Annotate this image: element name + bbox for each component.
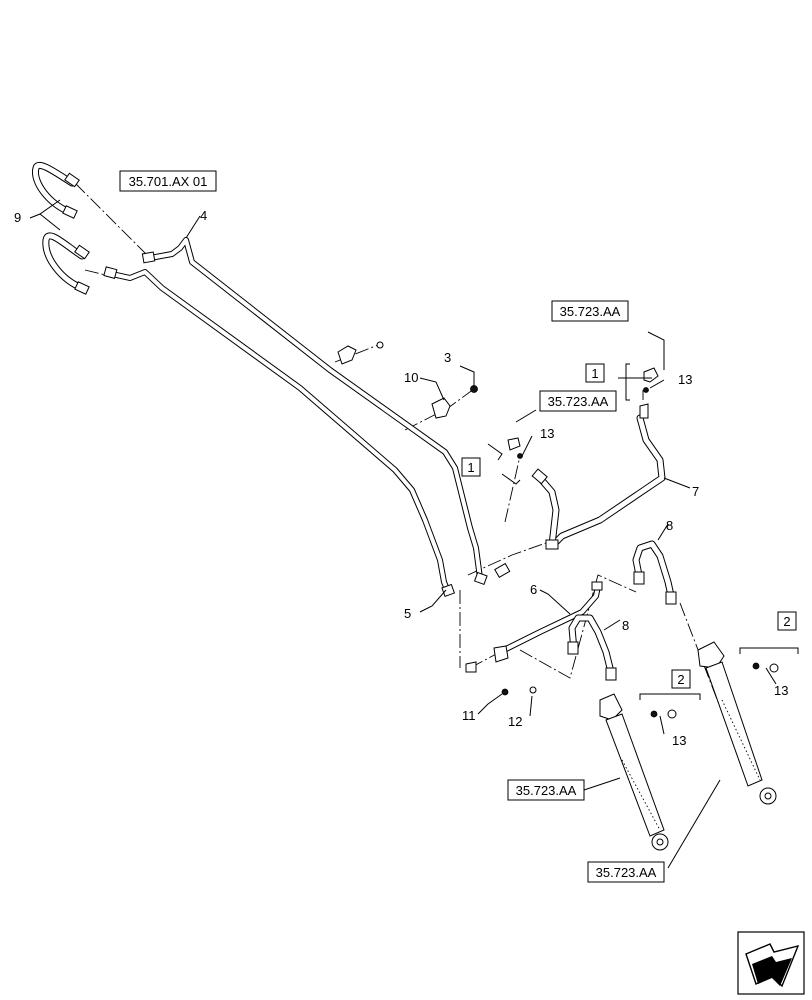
tube-5[interactable]	[103, 266, 456, 598]
svg-text:2: 2	[783, 614, 790, 629]
group-box-1-mid[interactable]: 1	[461, 457, 481, 477]
group-box-2-left[interactable]: 2	[671, 669, 691, 689]
fitting-13-mid[interactable]	[507, 437, 523, 459]
callout-3: 3	[444, 350, 451, 365]
callout-11: 11	[462, 708, 476, 723]
ref-box-35-723-aa-top[interactable]: 35.723.AA	[551, 300, 629, 322]
seal-13-left[interactable]	[650, 709, 677, 719]
fitting-lower-left[interactable]	[465, 661, 477, 673]
callout-13-mid: 13	[540, 426, 554, 441]
cylinder-left[interactable]	[599, 693, 669, 851]
svg-text:35.723.AA: 35.723.AA	[560, 304, 621, 319]
callout-4: 4	[200, 208, 207, 223]
hose-8-lower[interactable]	[567, 614, 617, 681]
svg-text:1: 1	[591, 366, 598, 381]
callout-8-lower: 8	[622, 618, 629, 633]
tube-4[interactable]	[141, 237, 488, 586]
seal-13-right[interactable]	[752, 662, 779, 673]
callout-10: 10	[404, 370, 418, 385]
leader-lines	[29, 199, 777, 869]
callout-12: 12	[508, 714, 522, 729]
hose-9[interactable]	[31, 161, 90, 295]
svg-text:35.723.AA: 35.723.AA	[516, 783, 577, 798]
hose-7[interactable]	[494, 414, 666, 579]
bracket-2-left	[639, 693, 701, 700]
svg-text:35.723.AA: 35.723.AA	[596, 865, 657, 880]
callout-13-right: 13	[774, 683, 788, 698]
ref-box-35-723-aa-mid[interactable]: 35.723.AA	[539, 390, 617, 412]
bracket-2-right	[739, 647, 799, 654]
tube-6[interactable]	[493, 581, 603, 663]
nav-arrow-icon[interactable]	[737, 931, 805, 995]
svg-text:35.723.AA: 35.723.AA	[548, 394, 609, 409]
svg-text:2: 2	[677, 672, 684, 687]
hose-8-upper[interactable]	[632, 540, 677, 605]
ref-box-35-723-aa-bottom[interactable]: 35.723.AA	[587, 861, 665, 883]
callout-5: 5	[404, 606, 411, 621]
fitting-12[interactable]	[529, 686, 537, 694]
svg-text:35.701.AX 01: 35.701.AX 01	[129, 174, 208, 189]
callout-labels: 9 4 3 10 13 13 7 8 6 8 5 11 12 13 13	[14, 208, 788, 748]
fitting-11[interactable]	[501, 688, 509, 696]
ref-box-35-701-ax01[interactable]: 35.701.AX 01	[119, 170, 217, 192]
center-lines	[74, 182, 726, 721]
ref-box-35-723-aa-left[interactable]: 35.723.AA	[507, 779, 585, 801]
group-box-1-upper[interactable]: 1	[585, 363, 605, 383]
callout-13-upper: 13	[678, 372, 692, 387]
clamp-10[interactable]	[337, 341, 451, 419]
callout-7: 7	[692, 484, 699, 499]
bracket-1-upper	[625, 363, 630, 401]
callout-6: 6	[530, 582, 537, 597]
bracket-1-mid	[487, 443, 521, 485]
group-box-2-right[interactable]: 2	[777, 611, 797, 631]
callout-13-left: 13	[672, 733, 686, 748]
callout-9: 9	[14, 210, 21, 225]
cylinder-right[interactable]	[697, 641, 777, 805]
bolt-3[interactable]	[470, 385, 478, 393]
svg-text:1: 1	[467, 460, 474, 475]
callout-8-upper: 8	[666, 518, 673, 533]
